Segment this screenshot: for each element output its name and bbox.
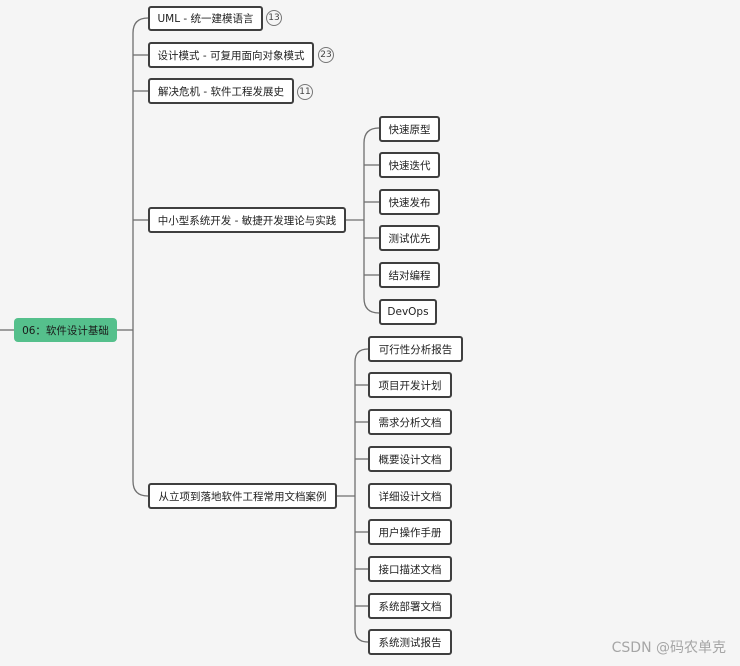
doc-child-node[interactable]: 概要设计文档 [368, 446, 452, 472]
agile-child-node[interactable]: 测试优先 [379, 225, 440, 251]
root-node[interactable]: 06：软件设计基础 [14, 318, 117, 342]
doc-child-node[interactable]: 系统部署文档 [368, 593, 452, 619]
branch-agile[interactable]: 中小型系统开发 - 敏捷开发理论与实践 [148, 207, 346, 233]
branch-docs[interactable]: 从立项到落地软件工程常用文档案例 [148, 483, 337, 509]
doc-child-node[interactable]: 可行性分析报告 [368, 336, 463, 362]
agile-child-node[interactable]: 快速发布 [379, 189, 440, 215]
count-badge[interactable]: 23 [318, 47, 334, 63]
agile-child-node[interactable]: DevOps [379, 299, 437, 325]
doc-child-node[interactable]: 详细设计文档 [368, 483, 452, 509]
agile-child-node[interactable]: 快速迭代 [379, 152, 440, 178]
branch-label: UML - 统一建模语言 [157, 13, 254, 25]
agile-connector [363, 127, 380, 314]
branch-design-patterns[interactable]: 设计模式 - 可复用面向对象模式 [148, 42, 314, 68]
doc-child-node[interactable]: 用户操作手册 [368, 519, 452, 545]
branch-label: 设计模式 - 可复用面向对象模式 [157, 49, 305, 62]
agile-child-node[interactable]: 快速原型 [379, 116, 440, 142]
branch-label: 中小型系统开发 - 敏捷开发理论与实践 [157, 214, 337, 227]
watermark: CSDN @码农单克 [611, 640, 726, 656]
docs-connector [354, 348, 369, 643]
branch-crisis[interactable]: 解决危机 - 软件工程发展史 [148, 78, 294, 104]
doc-child-node[interactable]: 接口描述文档 [368, 556, 452, 582]
root-label: 06：软件设计基础 [22, 324, 109, 337]
branch-label: 从立项到落地软件工程常用文档案例 [158, 490, 327, 503]
doc-child-node[interactable]: 系统测试报告 [368, 629, 452, 655]
doc-child-node[interactable]: 需求分析文档 [368, 409, 452, 435]
branch-uml[interactable]: UML - 统一建模语言 [148, 6, 263, 31]
count-badge[interactable]: 13 [266, 10, 282, 26]
count-badge[interactable]: 11 [297, 84, 313, 100]
trunk-line [132, 17, 149, 497]
doc-child-node[interactable]: 项目开发计划 [368, 372, 452, 398]
agile-child-node[interactable]: 结对编程 [379, 262, 440, 288]
branch-label: 解决危机 - 软件工程发展史 [158, 85, 284, 98]
